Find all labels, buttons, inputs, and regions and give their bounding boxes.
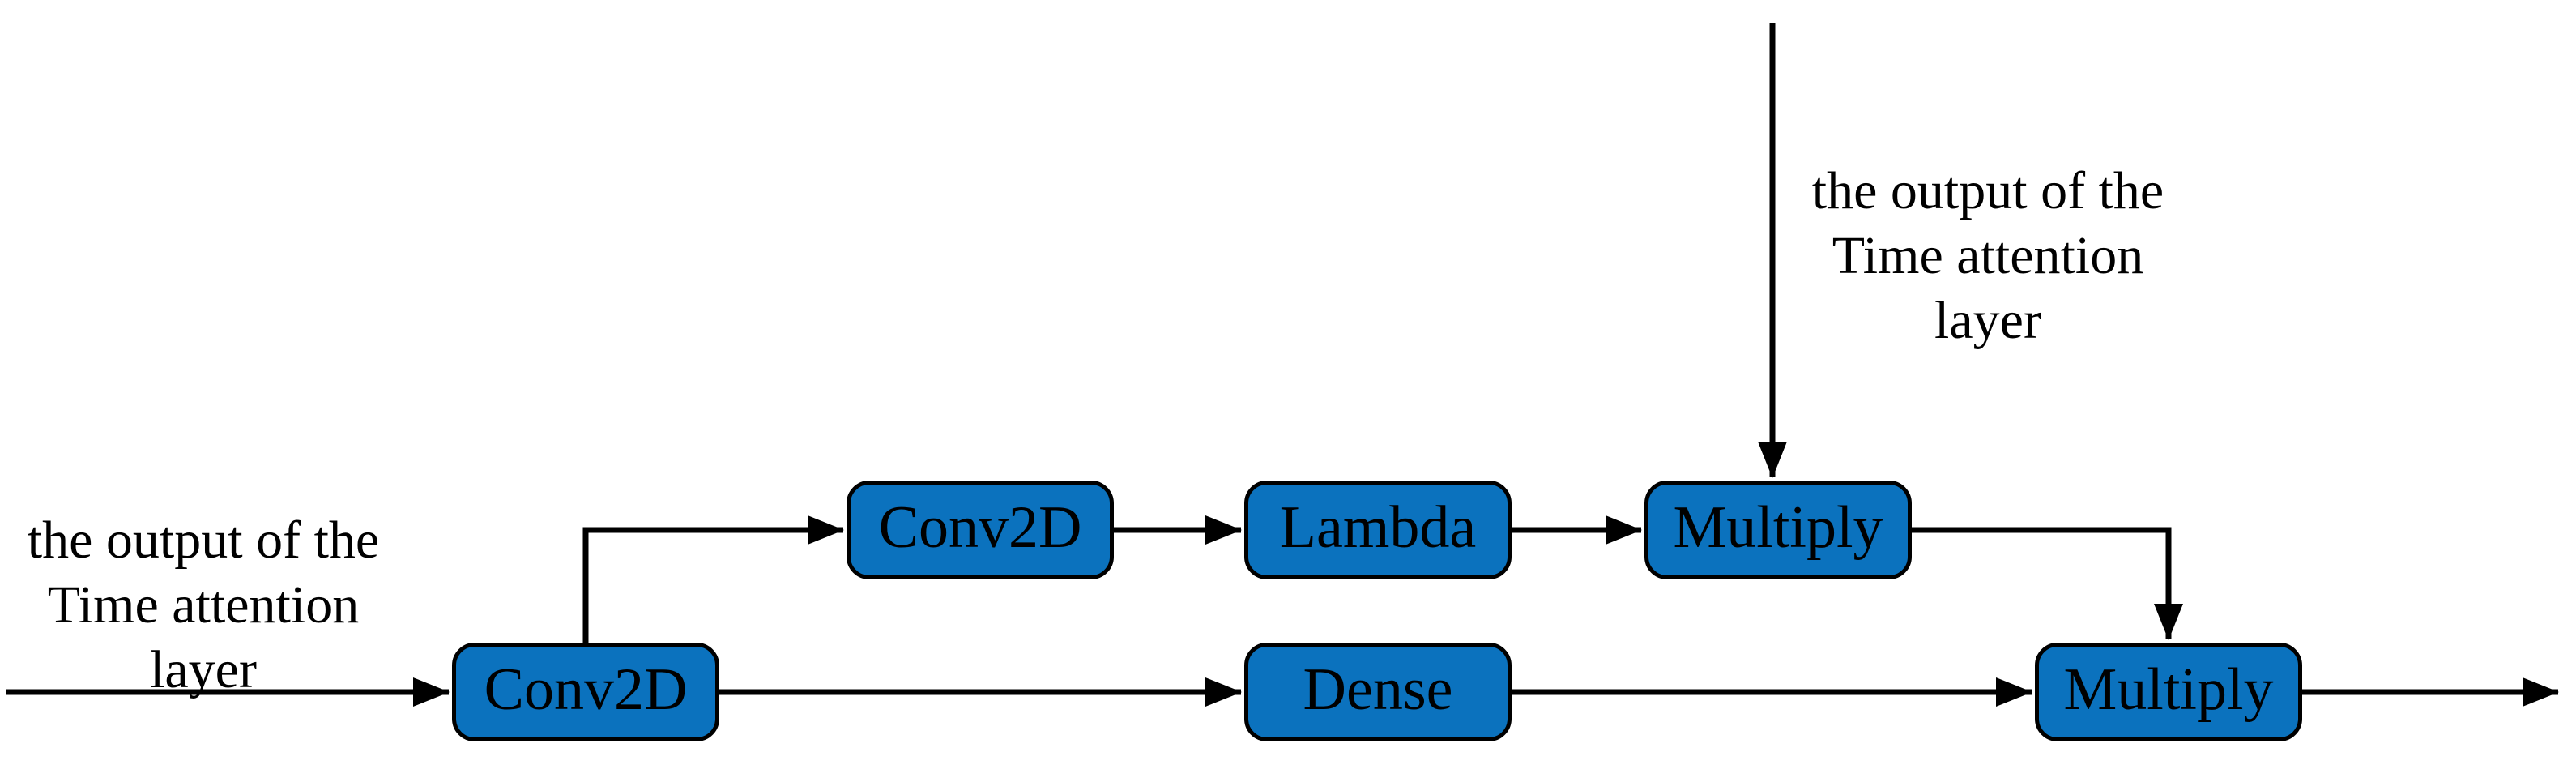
node-conv2d-input: Conv2D [452, 643, 719, 741]
node-multiply-top-label: Multiply [1673, 494, 1883, 561]
node-multiply-top: Multiply [1644, 481, 1912, 579]
annotation-input-label: the output of the Time attention layer [27, 511, 380, 699]
node-conv2d-input-label: Conv2D [484, 656, 688, 723]
annotation-top-input-label: the output of the Time attention layer [1811, 161, 2164, 350]
connector-multiply-top-to-multiply-output [1909, 527, 2183, 640]
connector-conv2d-input-to-conv2d-branch [582, 515, 844, 644]
node-dense-label: Dense [1303, 656, 1453, 723]
node-lambda-label: Lambda [1279, 494, 1477, 561]
node-multiply-output: Multiply [2035, 643, 2302, 741]
node-dense: Dense [1244, 643, 1512, 741]
node-lambda: Lambda [1244, 481, 1512, 579]
node-conv2d-branch-label: Conv2D [878, 494, 1082, 561]
node-conv2d-branch: Conv2D [847, 481, 1114, 579]
node-multiply-output-label: Multiply [2063, 656, 2274, 723]
